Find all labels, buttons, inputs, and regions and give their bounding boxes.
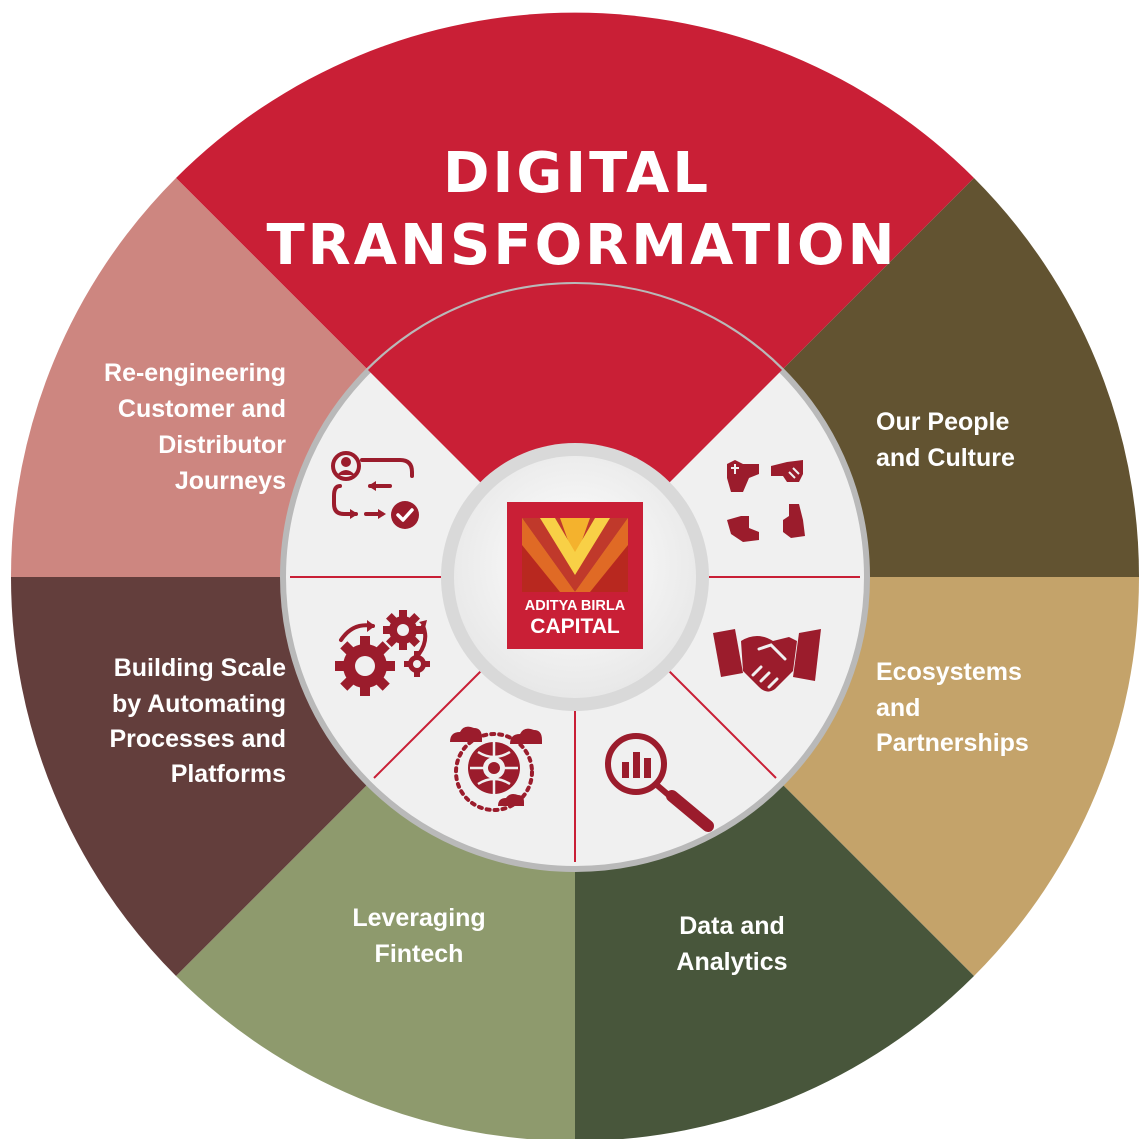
ecosystems-line3: Partnerships <box>876 729 1029 757</box>
people-line2: and Culture <box>876 444 1015 472</box>
building-scale-line3: Processes and <box>110 725 287 753</box>
building-scale-line1: Building Scale <box>114 654 286 682</box>
building-scale-line2: by Automating <box>112 690 286 718</box>
data-line1: Data and <box>679 912 785 940</box>
people-line1: Our People <box>876 408 1009 436</box>
reengineering-line4: Journeys <box>175 467 286 495</box>
ecosystems-line2: and <box>876 694 920 722</box>
label-building-scale: Building Scale by Automating Processes a… <box>110 654 287 788</box>
reengineering-line1: Re-engineering <box>104 359 286 387</box>
ring-dividers <box>290 576 860 862</box>
title-line1: DIGITAL <box>443 141 711 206</box>
logo-line1: ADITYA BIRLA <box>525 598 626 614</box>
label-reengineering: Re-engineering Customer and Distributor … <box>104 359 286 495</box>
reengineering-line3: Distributor <box>158 431 286 459</box>
gears-automation-icon <box>335 610 430 696</box>
aditya-birla-capital-logo: ADITYA BIRLA CAPITAL <box>507 502 643 649</box>
label-ecosystems: Ecosystems and Partnerships <box>876 658 1029 757</box>
fintech-line1: Leveraging <box>352 904 485 932</box>
label-data-analytics: Data and Analytics <box>676 912 787 976</box>
magnifier-chart-icon <box>605 733 714 832</box>
label-fintech: Leveraging Fintech <box>352 904 485 968</box>
label-people: Our People and Culture <box>876 408 1015 472</box>
handshake-icon <box>713 629 821 692</box>
globe-cloud-icon <box>450 726 542 812</box>
customer-journey-icon <box>331 451 419 529</box>
fintech-line2: Fintech <box>375 940 464 968</box>
data-line2: Analytics <box>676 948 787 976</box>
title-line2: TRANSFORMATION <box>266 213 897 278</box>
building-scale-line4: Platforms <box>171 760 286 788</box>
inner-ring-top-cut <box>368 283 782 577</box>
ecosystems-line1: Ecosystems <box>876 658 1022 686</box>
hands-circle-icon <box>727 460 805 542</box>
reengineering-line2: Customer and <box>118 395 286 423</box>
logo-line2: CAPITAL <box>530 615 620 638</box>
